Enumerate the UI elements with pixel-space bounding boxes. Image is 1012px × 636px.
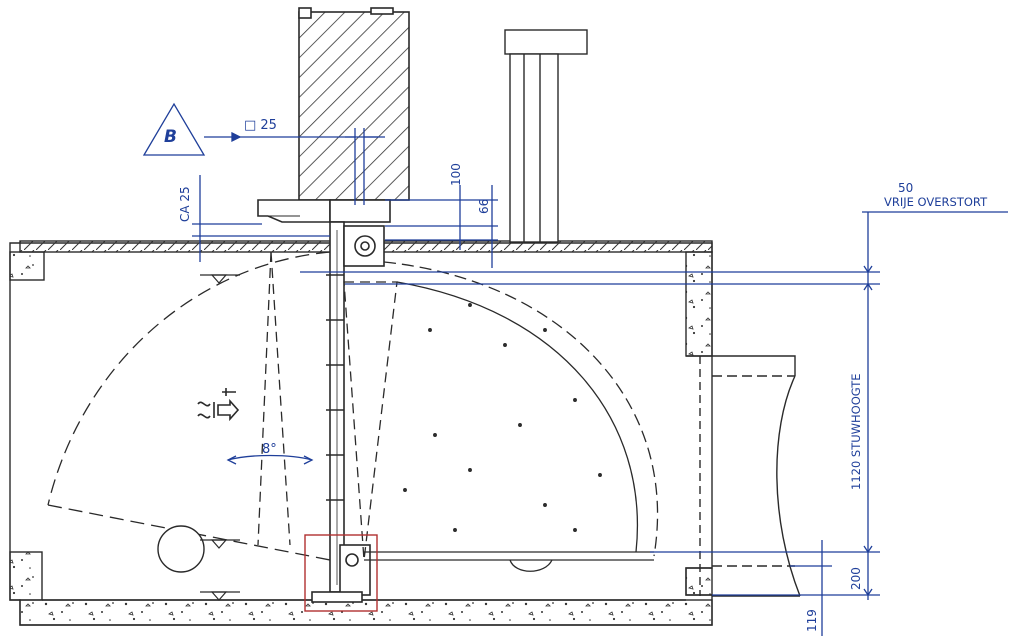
dimension-100: 100 — [449, 163, 463, 186]
tilde-arrow-icon — [197, 388, 240, 422]
actuator-housing — [257, 7, 410, 223]
water-level-triangle-icon — [200, 274, 240, 601]
label-vrije-overstort: VRIJE OVERSTORT — [884, 195, 988, 209]
dimension-square-25: □ 25 — [244, 118, 277, 133]
dimension-119: 119 — [805, 609, 819, 632]
dimension-lines — [142, 102, 1008, 636]
dimension-66: 66 — [477, 198, 491, 214]
pipe-circle — [157, 525, 205, 573]
dimension-ca-25: CA 25 — [178, 186, 192, 222]
gate-leaf — [311, 221, 385, 603]
column-post — [504, 29, 588, 243]
swing-arc — [47, 251, 331, 561]
dimension-angle-8: 8° — [262, 442, 277, 457]
datum-letter: B — [164, 127, 177, 147]
detail-callout-box — [304, 534, 378, 612]
dimension-200: 200 — [849, 567, 863, 590]
dimension-50: 50 — [898, 181, 914, 195]
dimension-stuwhoogte: 1120 STUWHOOGTE — [849, 373, 863, 490]
downstream-channel — [686, 355, 801, 597]
flap-quadrant — [343, 261, 659, 572]
